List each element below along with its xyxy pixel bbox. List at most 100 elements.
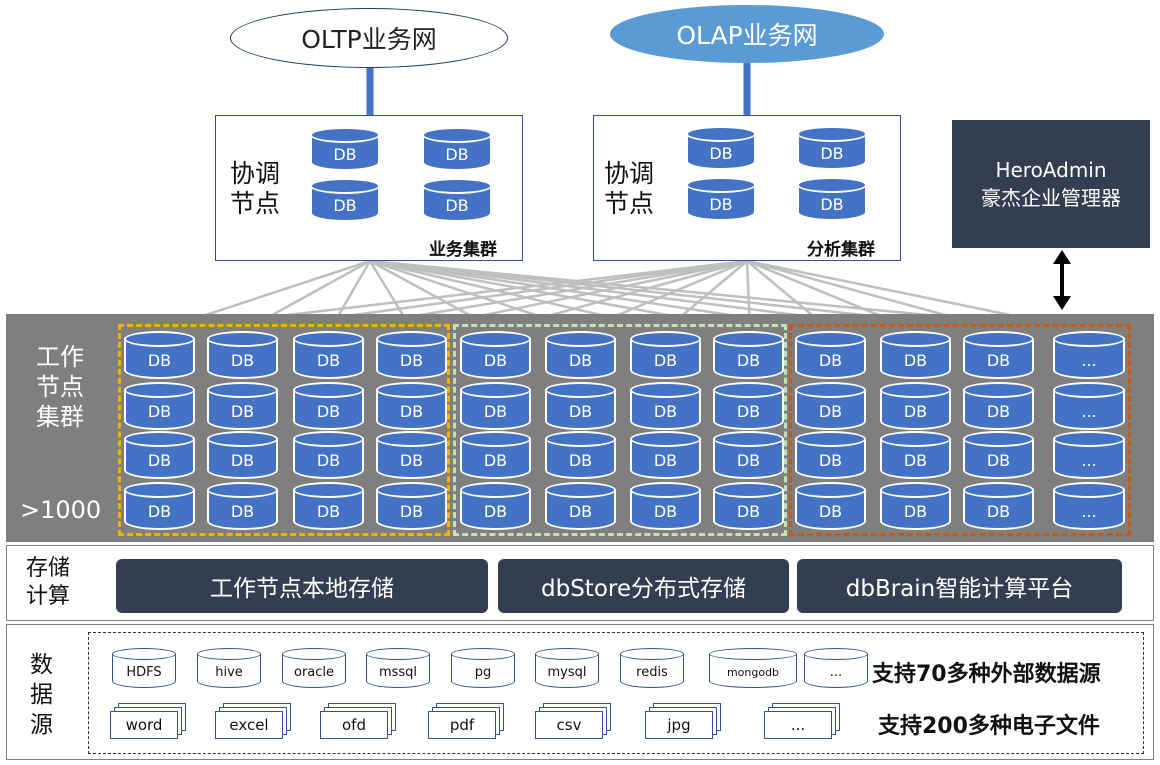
coordinator-db: DB <box>797 126 867 170</box>
node-count: >1000 <box>20 496 102 524</box>
db-label: DB <box>709 144 733 163</box>
source-cylinder-top <box>804 648 868 660</box>
work-node-db: DB <box>880 382 951 430</box>
db-cylinder-top <box>460 431 531 447</box>
file-type-label: csv <box>556 716 582 734</box>
db-label: DB <box>316 351 341 370</box>
external-db-label: pg <box>474 664 492 680</box>
db-cylinder-top <box>630 382 701 398</box>
coordinator-db: DB <box>310 178 380 222</box>
db-cylinder-top <box>630 431 701 447</box>
analysis-cluster-label: 分析集群 <box>807 240 875 260</box>
db-cylinder-top <box>963 331 1034 347</box>
db-cylinder-top <box>545 382 616 398</box>
data-source-label-line3: 源 <box>30 712 53 738</box>
olap-network-label: OLAP业务网 <box>676 21 818 50</box>
db-label: DB <box>333 196 357 215</box>
db-cylinder-top <box>545 482 616 498</box>
work-node-db: DB <box>963 331 1034 379</box>
work-node-db: DB <box>795 482 866 530</box>
db-cylinder-top <box>686 126 756 142</box>
dbstore-button[interactable]: dbStore分布式存储 <box>498 559 789 613</box>
external-db-mysql: mysql <box>535 648 599 688</box>
work-node-db: DB <box>293 482 364 530</box>
db-label: DB <box>903 502 928 521</box>
dbbrain-button[interactable]: dbBrain智能计算平台 <box>797 559 1122 613</box>
db-cylinder-top <box>207 331 278 347</box>
storage-label-line1: 存储 <box>26 556 71 581</box>
db-label: DB <box>818 451 843 470</box>
db-label: DB <box>147 402 172 421</box>
source-cylinder-top <box>451 648 515 660</box>
node-group-3 <box>789 324 1131 536</box>
work-node-db: DB <box>207 482 278 530</box>
file-type-ofd: ofd <box>320 703 396 739</box>
source-cylinder-top <box>620 648 684 660</box>
db-label: DB <box>986 451 1011 470</box>
work-node-db: DB <box>207 431 278 479</box>
db-label: ... <box>1081 451 1097 470</box>
db-cylinder-top <box>376 482 447 498</box>
oltp-network-node: OLTP业务网 <box>230 8 508 68</box>
work-node-db: DB <box>880 431 951 479</box>
work-node-db: DB <box>630 382 701 430</box>
work-cluster-label-line3: 集群 <box>36 403 84 431</box>
local-storage-button[interactable]: 工作节点本地存储 <box>116 559 488 613</box>
external-db-more: ... <box>804 648 868 688</box>
coordinator-db: DB <box>686 177 756 221</box>
db-cylinder-top <box>797 177 867 193</box>
work-node-db: DB <box>376 431 447 479</box>
work-node-db: DB <box>545 382 616 430</box>
db-label: ... <box>1081 502 1097 521</box>
db-cylinder-top <box>1053 482 1125 498</box>
work-node-db: DB <box>630 431 701 479</box>
db-cylinder-top <box>795 431 866 447</box>
db-label: DB <box>903 402 928 421</box>
document-page <box>535 711 603 739</box>
external-db-mssql: mssql <box>366 648 430 688</box>
work-node-db: DB <box>963 382 1034 430</box>
db-cylinder-top <box>880 431 951 447</box>
db-label: DB <box>986 402 1011 421</box>
external-db-label: redis <box>636 664 668 680</box>
db-cylinder-top <box>207 431 278 447</box>
external-db-label: ... <box>829 664 843 680</box>
work-node-db: DB <box>293 382 364 430</box>
work-node-db: DB <box>207 331 278 379</box>
file-type-label: ... <box>790 716 806 734</box>
work-node-more: ... <box>1053 482 1125 530</box>
db-cylinder-top <box>795 331 866 347</box>
db-cylinder-top <box>795 382 866 398</box>
db-cylinder-top <box>713 382 784 398</box>
work-node-db: DB <box>376 331 447 379</box>
coordinator-db: DB <box>797 177 867 221</box>
file-type-jpg: jpg <box>645 703 721 739</box>
source-cylinder-top <box>282 648 346 660</box>
db-label: DB <box>653 402 678 421</box>
file-type-pdf: pdf <box>428 703 504 739</box>
storage-label-line2: 计算 <box>26 584 71 609</box>
document-page <box>428 711 496 739</box>
db-label: DB <box>709 195 733 214</box>
db-cylinder-body <box>460 490 531 530</box>
external-db-label: mysql <box>547 664 587 680</box>
work-node-db: DB <box>293 431 364 479</box>
document-page <box>320 711 388 739</box>
db-cylinder-top <box>795 482 866 498</box>
db-label: ... <box>1081 351 1097 370</box>
heroadmin-subtitle: 豪杰企业管理器 <box>981 186 1121 210</box>
source-cylinder-top <box>709 648 797 660</box>
work-node-db: DB <box>963 482 1034 530</box>
source-cylinder-top <box>535 648 599 660</box>
work-node-db: DB <box>545 482 616 530</box>
data-source-label: 数 据 源 <box>30 650 53 740</box>
work-node-db: DB <box>713 431 784 479</box>
external-db-label: hive <box>215 664 243 680</box>
external-db-oracle: oracle <box>282 648 346 688</box>
work-node-db: DB <box>545 431 616 479</box>
db-cylinder-top <box>630 331 701 347</box>
db-cylinder-body <box>713 490 784 530</box>
work-node-db: DB <box>630 482 701 530</box>
data-source-label-line1: 数 <box>30 652 53 678</box>
